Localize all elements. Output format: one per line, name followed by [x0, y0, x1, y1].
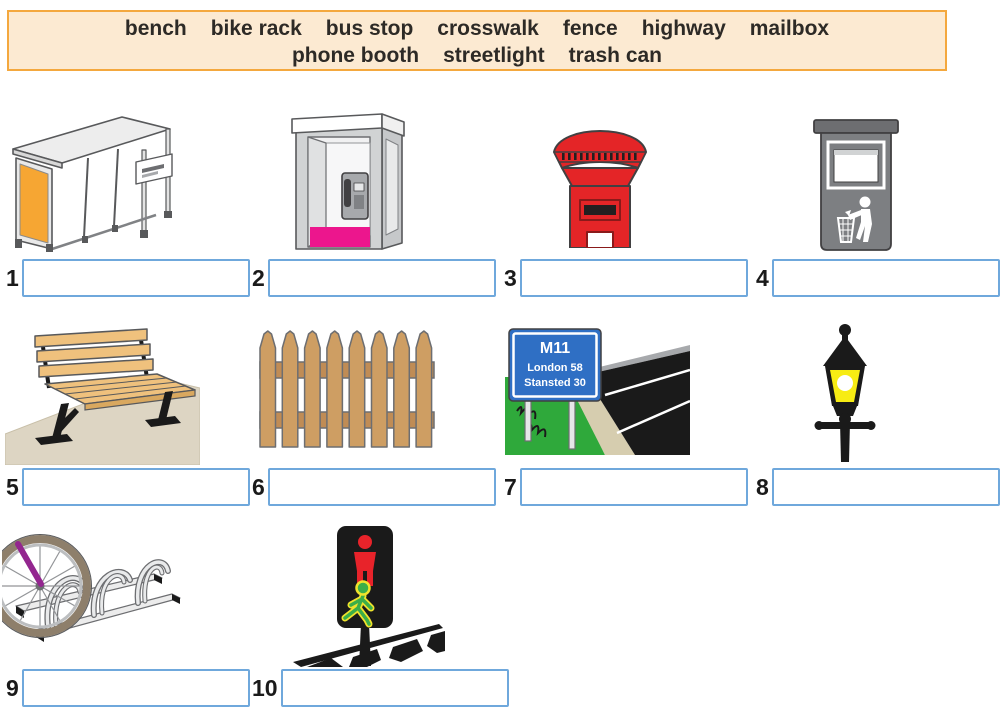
word-bank-term: highway [641, 17, 726, 40]
green-walking-figure [341, 580, 375, 628]
mailbox-illustration [553, 130, 647, 248]
word-bank-term: crosswalk [437, 17, 539, 40]
answer-row-5: 5 [6, 468, 250, 506]
answer-input-7[interactable] [519, 468, 748, 506]
answer-input-10[interactable] [280, 669, 509, 707]
sign-route-label: M11 [540, 340, 570, 357]
item-number-3: 3 [504, 264, 517, 291]
item-number-2: 2 [252, 264, 265, 291]
answer-row-9: 9 [6, 669, 250, 707]
highway-illustration: M11 London 58 Stansted 30 [505, 328, 690, 455]
item-number-1: 1 [6, 264, 19, 291]
word-bank-term: fence [562, 17, 618, 40]
crosswalk-illustration [293, 526, 445, 667]
answer-input-6[interactable] [267, 468, 496, 506]
item-number-10: 10 [252, 674, 278, 701]
answer-input-4[interactable] [771, 259, 1000, 297]
bench-illustration [5, 328, 200, 465]
item-number-6: 6 [252, 473, 265, 500]
word-bank-term: phone booth [291, 44, 420, 67]
bicycle-front-wheel [2, 534, 92, 638]
item-number-5: 5 [6, 473, 19, 500]
answer-row-3: 3 [504, 259, 748, 297]
item-number-7: 7 [504, 473, 517, 500]
answer-row-2: 2 [252, 259, 496, 297]
trash-can-illustration [813, 119, 899, 251]
answer-row-7: 7 [504, 468, 748, 506]
answer-row-8: 8 [756, 468, 1000, 506]
word-bank-line-1: bench bike rack bus stop crosswalk fence high… [9, 15, 945, 42]
word-bank-line-2: phone booth streetlight trash can [9, 42, 945, 69]
sign-destination-2: Stansted 30 [524, 377, 586, 389]
bus-stop-illustration [12, 116, 173, 252]
item-number-9: 9 [6, 674, 19, 701]
answer-input-3[interactable] [519, 259, 748, 297]
word-bank-term: mailbox [749, 17, 830, 40]
word-bank-term: trash can [568, 44, 663, 67]
answer-input-9[interactable] [21, 669, 250, 707]
word-bank-term: bike rack [210, 17, 302, 40]
red-standing-figure [354, 535, 376, 586]
bike-rack-illustration [2, 534, 181, 642]
answer-row-10: 10 [252, 669, 509, 707]
answer-row-1: 1 [6, 259, 250, 297]
answer-input-2[interactable] [267, 259, 496, 297]
word-bank-term: bench [124, 17, 187, 40]
answer-row-6: 6 [252, 468, 496, 506]
word-bank: bench bike rack bus stop crosswalk fence high… [7, 10, 947, 71]
sign-destination-1: London 58 [527, 362, 583, 374]
m11-motorway-sign: M11 London 58 Stansted 30 [508, 328, 602, 402]
fence-illustration [259, 330, 435, 448]
answer-input-8[interactable] [771, 468, 1000, 506]
phone-booth-illustration [291, 113, 405, 250]
answer-row-4: 4 [756, 259, 1000, 297]
streetlight-illustration [814, 324, 876, 462]
word-bank-term: streetlight [443, 44, 545, 67]
item-number-8: 8 [756, 473, 769, 500]
answer-input-1[interactable] [21, 259, 250, 297]
word-bank-term: bus stop [325, 17, 414, 40]
item-number-4: 4 [756, 264, 769, 291]
answer-input-5[interactable] [21, 468, 250, 506]
